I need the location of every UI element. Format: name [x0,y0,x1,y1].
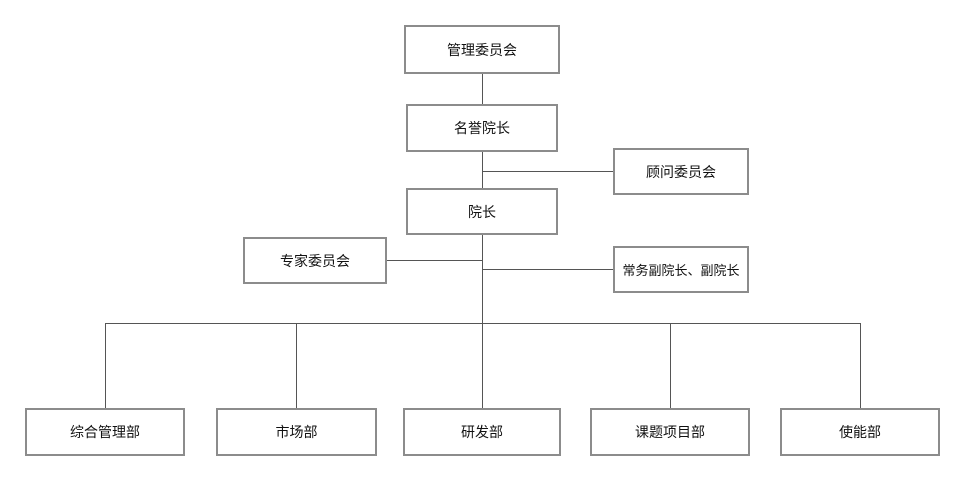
connector-dept-general-management [105,323,106,408]
president-box: 院长 [406,188,558,235]
management-committee-label: 管理委员会 [447,42,517,59]
connector-dept-marketing [296,323,297,408]
connector-president-to-departments [482,235,483,324]
connector-dept-projects [670,323,671,408]
president-label: 院长 [468,204,496,221]
department-box: 研发部 [403,408,561,456]
honorary-president-box: 名誉院长 [406,104,558,152]
advisory-committee-box: 顾问委员会 [613,148,749,195]
management-committee-box: 管理委员会 [404,25,560,74]
advisory-committee-label: 顾问委员会 [646,164,716,181]
department-label: 市场部 [275,425,318,441]
department-label: 课题项目部 [635,425,705,441]
connector-dept-enablement [860,323,861,408]
honorary-president-label: 名誉院长 [454,121,510,137]
department-box: 使能部 [780,408,940,456]
expert-committee-box: 专家委员会 [243,237,387,284]
expert-committee-label: 专家委员会 [280,253,350,270]
connector-advisory-committee [483,171,613,172]
connector-committee-to-honorary [482,74,483,104]
department-box: 综合管理部 [25,408,185,456]
connector-vice-presidents [483,269,613,270]
connector-honorary-to-president [482,152,483,188]
connector-expert-committee [387,260,482,261]
department-box: 市场部 [216,408,377,456]
vice-presidents-box: 常务副院长、副院长 [613,246,749,293]
connector-department-bus [105,323,861,324]
connector-dept-rnd [482,323,483,408]
department-label: 综合管理部 [70,425,140,441]
vice-presidents-label: 常务副院长、副院长 [622,264,740,279]
department-label: 使能部 [839,425,881,441]
department-label: 研发部 [461,425,503,441]
department-box: 课题项目部 [590,408,750,456]
